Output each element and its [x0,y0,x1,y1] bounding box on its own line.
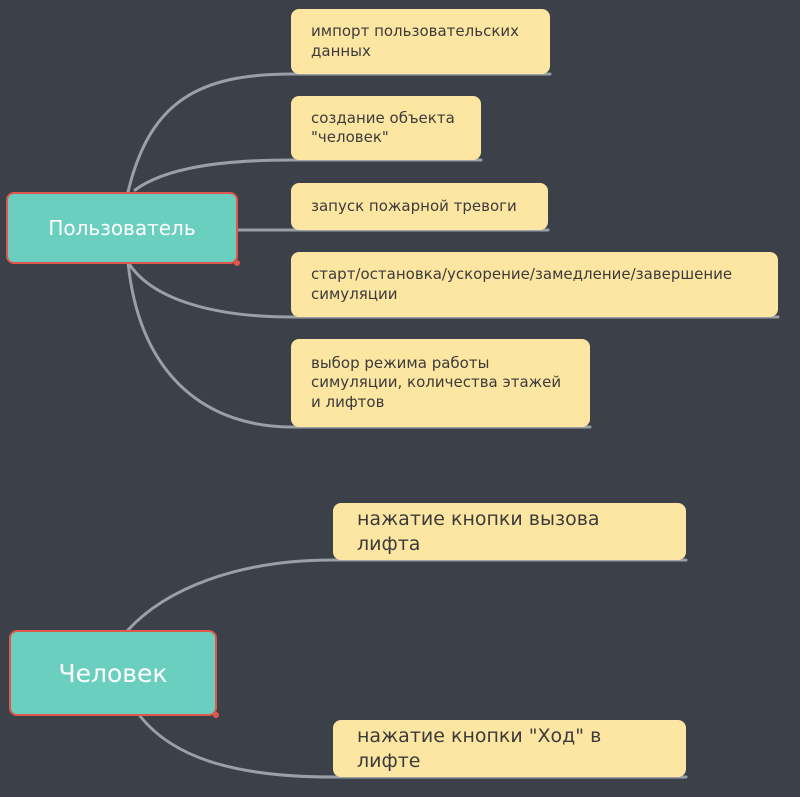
connector-human-1 [126,558,688,632]
root-node-human-label: Человек [58,658,168,688]
topic-label: старт/остановка/ускорение/замедление/зав… [311,265,733,303]
topic-import-user-data[interactable]: импорт пользовательских данных [291,9,550,74]
topic-label: импорт пользовательских данных [311,22,520,60]
connector-user-5 [126,260,592,429]
topic-label: выбор режима работы симуляции, количеств… [311,353,562,411]
topic-simulation-control[interactable]: старт/остановка/ускорение/замедление/зав… [291,252,778,317]
topic-label: запуск пожарной тревоги [311,196,517,215]
topic-call-elevator-button[interactable]: нажатие кнопки вызова лифта [333,503,686,560]
topic-label: создание объекта "человек" [311,108,455,147]
connector-human-2 [138,714,688,779]
root-node-user[interactable]: Пользователь [6,192,240,266]
connector-user-4 [126,260,780,319]
topic-move-button-in-elevator[interactable]: нажатие кнопки "Ход" в лифте [333,720,686,777]
connector-user-1 [126,72,552,194]
topic-label: нажатие кнопки "Ход" в лифте [357,724,602,772]
topic-fire-alarm[interactable]: запуск пожарной тревоги [291,183,548,230]
connector-user-2 [133,158,483,192]
root-node-user-label: Пользователь [48,216,196,240]
topic-create-human-object[interactable]: создание объекта "человек" [291,96,481,160]
topic-simulation-mode[interactable]: выбор режима работы симуляции, количеств… [291,339,590,427]
root-node-human[interactable]: Человек [9,630,219,718]
topic-label: нажатие кнопки вызова лифта [357,507,600,555]
